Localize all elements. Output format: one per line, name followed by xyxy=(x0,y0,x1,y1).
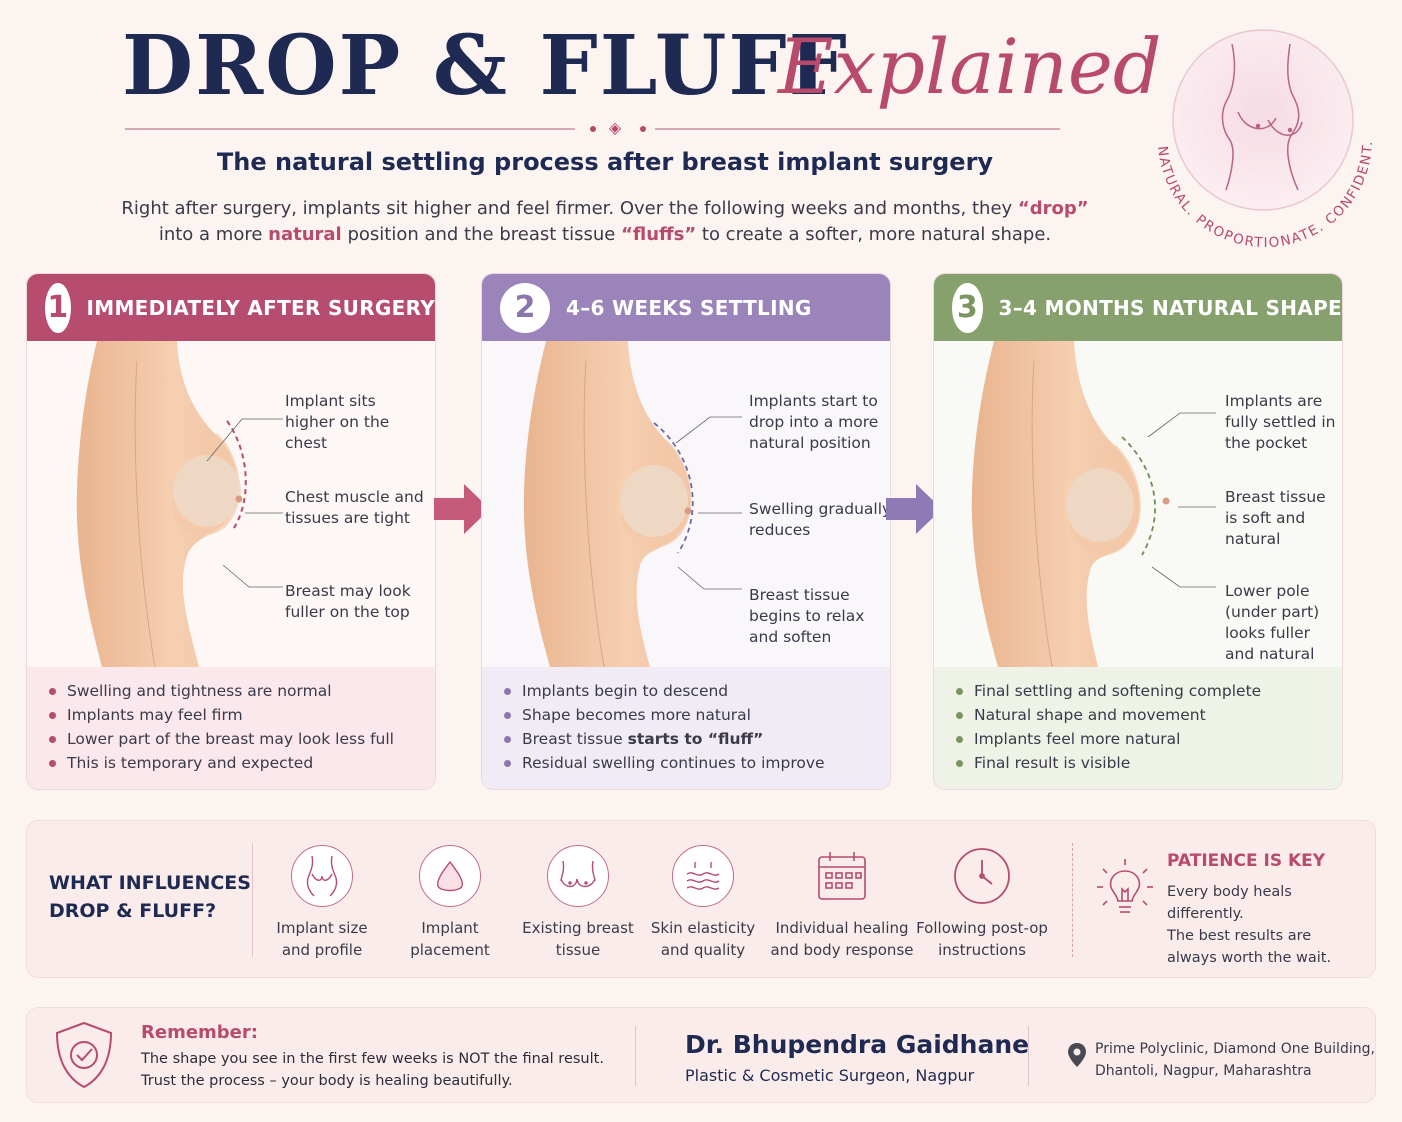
stage-header-1: 1 IMMEDIATELY AFTER SURGERY xyxy=(27,274,435,341)
stage1-callout-2: Chest muscle and tissues are tight xyxy=(285,488,424,527)
stage-card-2: 2 4–6 WEEKS SETTLING Implants start to d… xyxy=(481,273,891,790)
stage2-callout-2: Swelling gradually reduces xyxy=(749,500,891,539)
torso-icon xyxy=(291,845,353,907)
list-item: Breast tissue starts to “fluff” xyxy=(504,727,890,751)
influences-heading: WHAT INFLUENCES DROP & FLUFF? xyxy=(49,872,251,922)
title-script: Explained xyxy=(778,22,1162,111)
title-divider-right xyxy=(655,128,1060,130)
stage3-bullets: Final settling and softening complete Na… xyxy=(934,667,1342,789)
stage-card-3: 3 3–4 MONTHS NATURAL SHAPE Implants are … xyxy=(933,273,1343,790)
stage3-callout-3: Lower pole (under part) looks fuller and… xyxy=(1225,582,1320,663)
stage1-bullets: Swelling and tightness are normal Implan… xyxy=(27,667,435,789)
list-item: Final settling and softening complete xyxy=(956,679,1342,703)
calendar-icon xyxy=(811,845,873,907)
list-item: Implants may feel firm xyxy=(49,703,435,727)
stage-title-3: 3–4 MONTHS NATURAL SHAPE xyxy=(998,295,1342,320)
footer-panel: Remember: The shape you see in the first… xyxy=(26,1007,1376,1103)
stage-illustration-3: Implants are fully settled in the pocket… xyxy=(934,341,1342,667)
list-item: Shape becomes more natural xyxy=(504,703,890,727)
list-item: This is temporary and expected xyxy=(49,751,435,775)
arrow-right-icon xyxy=(886,484,942,534)
list-item: Residual swelling continues to improve xyxy=(504,751,890,775)
arrow-right-icon xyxy=(434,484,490,534)
stage-header-2: 2 4–6 WEEKS SETTLING xyxy=(482,274,890,341)
stage-card-1: 1 IMMEDIATELY AFTER SURGERY Implant sits… xyxy=(26,273,436,790)
list-item: Lower part of the breast may look less f… xyxy=(49,727,435,751)
remember-text: The shape you see in the first few weeks… xyxy=(141,1051,604,1089)
lightbulb-icon xyxy=(1095,857,1155,925)
title-main: DROP & FLUFF xyxy=(122,18,849,114)
title-divider-left xyxy=(125,128,575,130)
stage1-callout-1: Implant sits higher on the chest xyxy=(285,392,390,452)
stage2-callout-1: Implants start to drop into a more natur… xyxy=(749,392,879,452)
divider-dot-right xyxy=(640,126,646,132)
list-item: Implants feel more natural xyxy=(956,727,1342,751)
stage2-callout-3: Breast tissue begins to relax and soften xyxy=(749,586,865,646)
doctor-name: Dr. Bhupendra Gaidhane xyxy=(685,1030,1030,1059)
stage-number-2: 2 xyxy=(500,282,550,333)
stage-title-2: 4–6 WEEKS SETTLING xyxy=(566,295,812,320)
shield-check-icon xyxy=(51,1020,117,1090)
stage-number-1: 1 xyxy=(45,282,71,333)
location-pin-icon xyxy=(1067,1042,1087,1068)
stage-title-1: IMMEDIATELY AFTER SURGERY xyxy=(86,295,435,320)
divider xyxy=(1028,1026,1029,1086)
divider-dot-left xyxy=(590,126,596,132)
doctor-title: Plastic & Cosmetic Surgeon, Nagpur xyxy=(685,1066,975,1085)
breast-tissue-icon xyxy=(547,845,609,907)
subtitle: The natural settling process after breas… xyxy=(216,148,994,176)
stage3-callout-1: Implants are fully settled in the pocket xyxy=(1225,392,1336,452)
patience-title: PATIENCE IS KEY xyxy=(1167,851,1326,871)
list-item: Swelling and tightness are normal xyxy=(49,679,435,703)
stage1-callout-3: Breast may look fuller on the top xyxy=(285,582,411,621)
clock-icon xyxy=(951,845,1013,907)
list-item: Natural shape and movement xyxy=(956,703,1342,727)
stage-illustration-2: Implants start to drop into a more natur… xyxy=(482,341,890,667)
list-item: Final result is visible xyxy=(956,751,1342,775)
divider xyxy=(252,843,253,957)
list-item: Implants begin to descend xyxy=(504,679,890,703)
remember-title: Remember: xyxy=(141,1022,258,1043)
brand-seal: NATURAL. PROPORTIONATE. CONFIDENT. xyxy=(1140,22,1390,272)
diamond-ornament-icon: ◈ xyxy=(608,118,622,137)
skin-icon xyxy=(672,845,734,907)
intro-paragraph: Right after surgery, implants sit higher… xyxy=(121,198,1089,245)
stage-illustration-1: Implant sits higher on the chest Chest m… xyxy=(27,341,435,667)
clinic-address: Prime Polyclinic, Diamond One Building, … xyxy=(1095,1041,1375,1079)
implant-icon xyxy=(419,845,481,907)
stage-header-3: 3 3–4 MONTHS NATURAL SHAPE xyxy=(934,274,1342,341)
body-silhouette-icon xyxy=(1221,43,1303,191)
divider xyxy=(635,1026,636,1086)
patience-text: Every body heals differently. The best r… xyxy=(1167,884,1332,966)
stage-number-3: 3 xyxy=(952,282,983,333)
influences-panel: WHAT INFLUENCES DROP & FLUFF? Implant si… xyxy=(26,820,1376,978)
divider xyxy=(1072,843,1073,957)
stage3-callout-2: Breast tissue is soft and natural xyxy=(1225,488,1326,548)
stage2-bullets: Implants begin to descend Shape becomes … xyxy=(482,667,890,789)
